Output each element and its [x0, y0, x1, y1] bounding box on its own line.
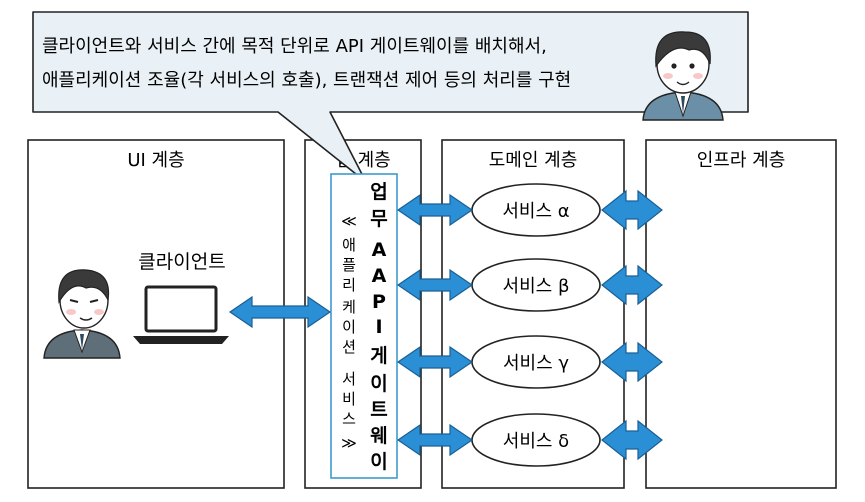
gateway-main-char: 업 [370, 181, 387, 203]
gateway-main-char: P [372, 291, 386, 313]
double-arrow [396, 268, 474, 302]
domain-layer-title: 도메인 계층 [489, 150, 578, 171]
double-arrow [601, 419, 663, 461]
gateway-sub-char: 션 [342, 338, 356, 356]
infra-layer-title: 인프라 계층 [697, 150, 786, 171]
gateway-sub-char: 비 [342, 390, 356, 408]
gateway-main-char: I [375, 316, 382, 338]
gateway-main-char: 이 [370, 373, 387, 395]
service-label: 서비스 γ [503, 353, 569, 374]
gateway-box [330, 173, 398, 479]
service-label: 서비스 β [503, 276, 570, 297]
gateway-main-char: 트 [370, 399, 387, 421]
callout-line-1: 클라이언트와 서비스 간에 목적 단위로 API 게이트웨이를 배치해서, [42, 36, 547, 57]
gateway-sub-char: 플 [342, 256, 356, 274]
gateway-main-char: A [372, 265, 387, 287]
services-group: 서비스 α 서비스 β 서비스 γ 서비스 δ [471, 183, 601, 467]
service-label: 서비스 α [502, 201, 569, 222]
ui-layer-title: UI 계층 [127, 150, 184, 171]
callout-bubble [32, 11, 749, 183]
gateway-main-char: 웨 [370, 425, 387, 447]
gateway-sub-char: 서 [342, 370, 356, 388]
gateway-sub-char: ≪ [341, 212, 357, 230]
gateway-sub-char: 애 [342, 236, 356, 254]
callout-line-2: 애플리케이션 조율(각 서비스의 호출), 트랜잭션 제어 등의 처리를 구현 [42, 70, 571, 91]
double-arrow [601, 264, 663, 306]
double-arrow [601, 341, 663, 383]
double-arrow [228, 295, 332, 329]
laptop-icon [133, 285, 229, 344]
double-arrow [396, 423, 474, 457]
client-label: 클라이언트 [138, 251, 225, 273]
person-avatar-top [642, 31, 724, 121]
double-arrow [396, 345, 474, 379]
double-arrow [396, 193, 474, 227]
gateway-sub-char: 케 [342, 298, 356, 316]
arrows-group [228, 189, 663, 461]
person-avatar-left [43, 269, 121, 359]
double-arrow [601, 189, 663, 231]
service-label: 서비스 δ [503, 431, 569, 452]
gateway-sub-char: 이 [342, 318, 356, 336]
gateway-sub-char: ≫ [341, 434, 357, 452]
gateway-main-char: A [372, 239, 387, 261]
gateway-sub-char: 스 [342, 410, 356, 428]
gateway-main-char: 이 [370, 451, 387, 473]
gateway-sub-char: 리 [342, 276, 356, 294]
gateway-main-char: 게 [370, 345, 387, 367]
gateway-main-char: 무 [370, 208, 387, 230]
infra-layer-box [645, 139, 837, 489]
